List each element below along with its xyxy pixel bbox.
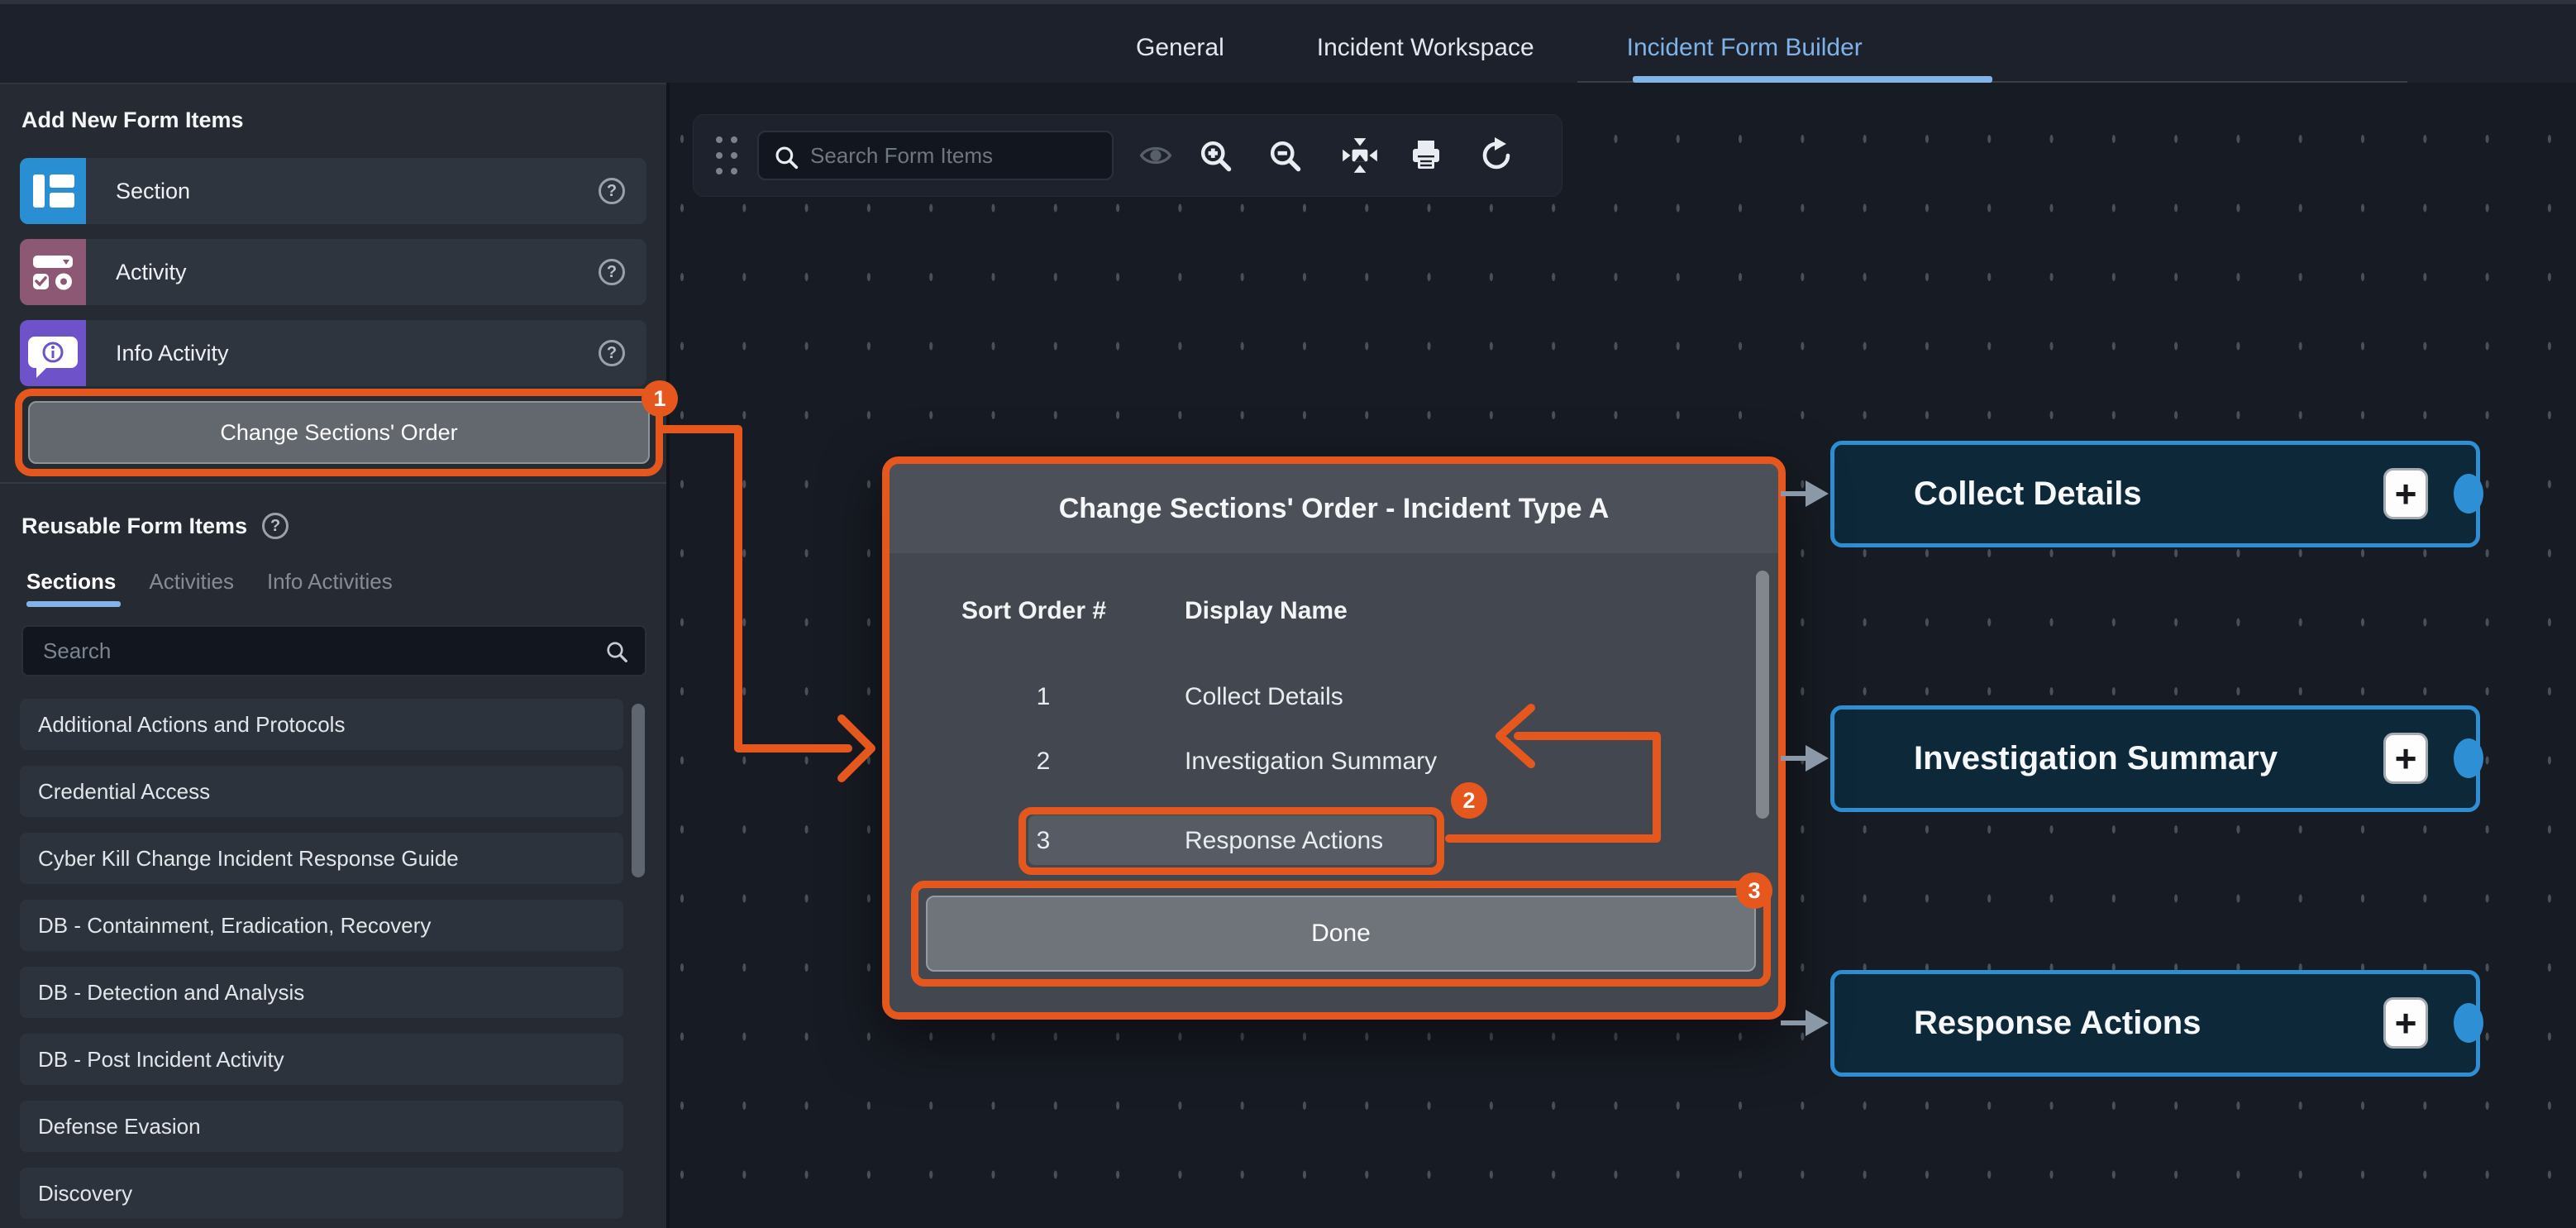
- form-item-section[interactable]: Section ?: [20, 158, 646, 224]
- list-item[interactable]: DB - Post Incident Activity: [20, 1034, 623, 1085]
- eye-icon: [1138, 137, 1174, 174]
- section-icon: [20, 158, 86, 224]
- display-name-value[interactable]: Investigation Summary: [1185, 748, 1437, 776]
- help-icon[interactable]: ?: [599, 259, 625, 285]
- node-collect-details[interactable]: Collect Details +: [1830, 441, 2480, 547]
- node-connector-dot[interactable]: [2454, 474, 2483, 514]
- list-item[interactable]: Cyber Kill Change Incident Response Guid…: [20, 833, 623, 884]
- form-item-label: Activity: [116, 260, 599, 285]
- zoom-in-button[interactable]: [1194, 134, 1237, 177]
- sort-order-value: 1: [1025, 683, 1061, 711]
- display-name-value[interactable]: Response Actions: [1185, 827, 1383, 855]
- sort-order-value: 3: [1025, 827, 1061, 855]
- tab-incident-workspace[interactable]: Incident Workspace: [1271, 34, 1581, 62]
- change-sections-order-button[interactable]: Change Sections' Order: [28, 401, 650, 464]
- fit-to-screen-button[interactable]: [1338, 134, 1381, 177]
- sidebar: Add New Form Items Section ? Activity ?: [0, 83, 666, 1228]
- fit-to-screen-icon: [1339, 135, 1381, 176]
- header-bar: General Incident Workspace Incident Form…: [0, 4, 2576, 83]
- tab-incident-form-builder[interactable]: Incident Form Builder: [1581, 34, 1909, 62]
- node-label: Collect Details: [1914, 475, 2142, 513]
- list-item[interactable]: Credential Access: [20, 766, 623, 817]
- list-item[interactable]: DB - Detection and Analysis: [20, 967, 623, 1018]
- form-item-activity[interactable]: Activity ?: [20, 239, 646, 305]
- tab-info-activities[interactable]: Info Activities: [267, 569, 393, 595]
- node-connector-dot[interactable]: [2454, 1003, 2483, 1043]
- add-new-form-items-heading: Add New Form Items: [21, 108, 244, 133]
- top-tab-bar: General Incident Workspace Incident Form…: [1090, 8, 1909, 87]
- tab-sections[interactable]: Sections: [26, 569, 116, 595]
- sidebar-search: [21, 625, 646, 676]
- list-item[interactable]: Additional Actions and Protocols: [20, 699, 623, 750]
- zoom-out-icon: [1267, 137, 1303, 174]
- form-item-label: Section: [116, 179, 599, 204]
- reusable-form-items-heading: Reusable Form Items: [21, 514, 247, 539]
- list-item[interactable]: Defense Evasion: [20, 1101, 623, 1152]
- sidebar-search-input[interactable]: [43, 627, 572, 675]
- sort-order-value: 2: [1025, 748, 1061, 776]
- toolbar-search-input[interactable]: [810, 132, 1100, 179]
- form-item-label: Info Activity: [116, 341, 599, 366]
- preview-button[interactable]: [1134, 134, 1177, 177]
- add-item-button[interactable]: +: [2383, 468, 2428, 519]
- form-item-info-activity[interactable]: Info Activity ?: [20, 320, 646, 386]
- list-item[interactable]: Discovery: [20, 1168, 623, 1219]
- toolbar-search: [757, 131, 1114, 180]
- node-label: Investigation Summary: [1914, 740, 2278, 777]
- refresh-button[interactable]: [1475, 134, 1518, 177]
- node-connector-dot[interactable]: [2454, 738, 2483, 778]
- node-label: Response Actions: [1914, 1005, 2201, 1042]
- tab-general[interactable]: General: [1090, 34, 1271, 62]
- column-header-sort-order: Sort Order #: [961, 597, 1106, 625]
- display-name-value[interactable]: Collect Details: [1185, 683, 1343, 711]
- toolbar-drag-handle[interactable]: [709, 134, 744, 177]
- node-investigation-summary[interactable]: Investigation Summary +: [1830, 705, 2480, 812]
- help-icon[interactable]: ?: [599, 178, 625, 204]
- sidebar-divider: [0, 482, 666, 484]
- annotation-badge-3: 3: [1736, 872, 1772, 909]
- add-item-button[interactable]: +: [2383, 733, 2428, 784]
- info-activity-icon: [20, 320, 86, 386]
- add-item-button[interactable]: +: [2383, 997, 2428, 1049]
- help-icon[interactable]: ?: [599, 340, 625, 366]
- node-response-actions[interactable]: Response Actions +: [1830, 970, 2480, 1077]
- help-icon[interactable]: ?: [262, 513, 289, 539]
- done-button[interactable]: Done: [926, 896, 1756, 972]
- dialog-title: Change Sections' Order - Incident Type A: [890, 464, 1778, 553]
- zoom-in-icon: [1197, 137, 1233, 174]
- list-item[interactable]: DB - Containment, Eradication, Recovery: [20, 900, 623, 951]
- print-button[interactable]: [1405, 134, 1448, 177]
- search-icon: [603, 638, 630, 665]
- column-header-display-name: Display Name: [1185, 597, 1348, 625]
- tab-activities[interactable]: Activities: [149, 569, 234, 595]
- activity-icon: [20, 239, 86, 305]
- annotation-badge-2: 2: [1451, 782, 1487, 819]
- reusable-tab-bar: Sections Activities Info Activities: [26, 569, 393, 595]
- zoom-out-button[interactable]: [1263, 134, 1306, 177]
- printer-icon: [1406, 136, 1446, 175]
- sidebar-scrollbar[interactable]: [632, 704, 645, 877]
- search-icon: [772, 143, 800, 171]
- dialog-scrollbar[interactable]: [1756, 571, 1769, 819]
- annotation-badge-1: 1: [642, 380, 678, 417]
- refresh-icon: [1476, 136, 1516, 175]
- active-tab-underline: [1633, 76, 1992, 83]
- sections-tab-underline: [26, 601, 121, 607]
